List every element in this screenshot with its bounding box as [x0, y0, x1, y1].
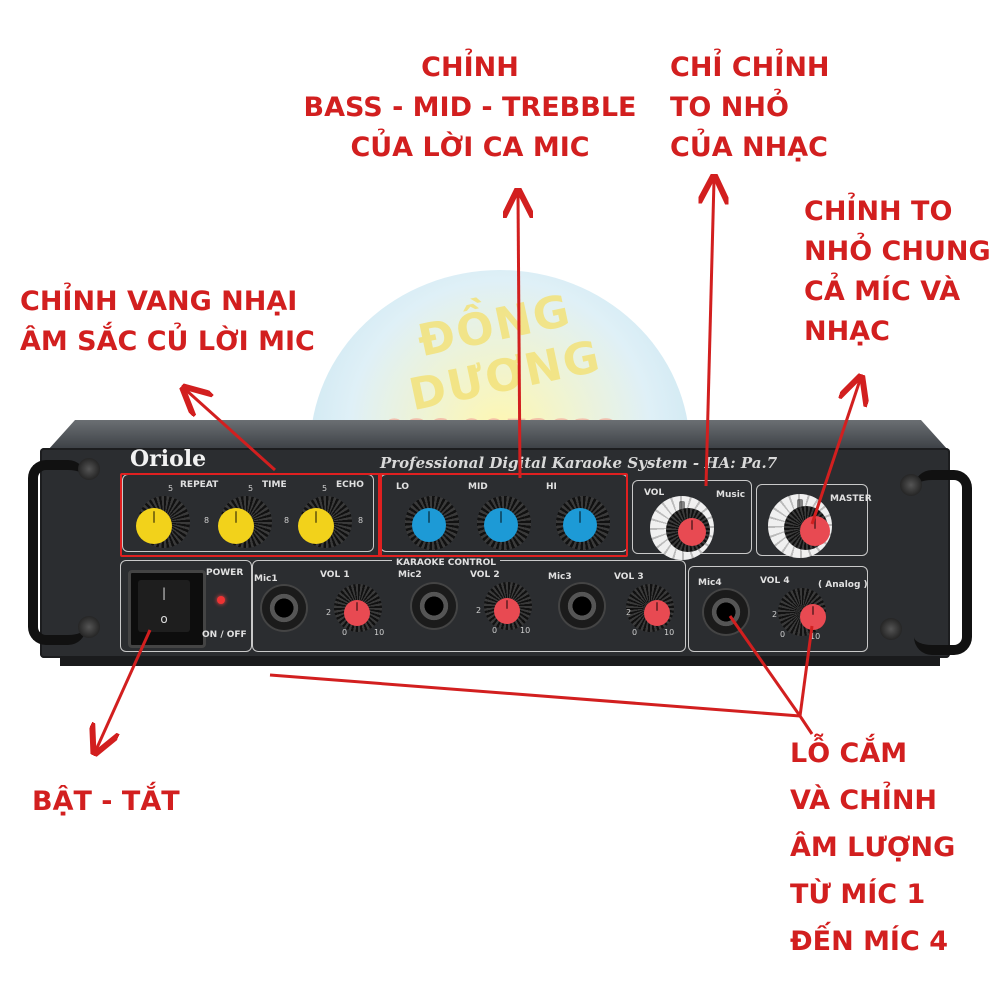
master-label: MASTER: [830, 494, 872, 504]
repeat-label: REPEAT: [180, 480, 219, 490]
mics-arrow: [728, 615, 802, 717]
mic2-jack[interactable]: [412, 584, 456, 628]
on-off-label: ON / OFF: [202, 630, 247, 640]
power-led-icon: [217, 596, 225, 604]
mic4-label: Mic4: [698, 578, 722, 588]
mic1-jack[interactable]: [262, 586, 306, 630]
screw-icon: [900, 474, 922, 496]
master-note-line: NHẠC: [804, 316, 890, 347]
mics-note-line: ÂM LƯỢNG: [790, 832, 956, 863]
vol2-knob[interactable]: [494, 598, 520, 624]
master-note-line: CHỈNH TO: [804, 196, 953, 227]
mics-arrow: [798, 625, 814, 717]
mic3-label: Mic3: [548, 572, 572, 582]
repeat-knob[interactable]: [136, 508, 172, 544]
music-note-line: TO NHỎ: [670, 92, 789, 123]
echo-note: CHỈNH VANG NHẠI ÂM SẮC CỦ LỜI MIC: [20, 282, 315, 362]
analog-label: ( Analog ): [818, 580, 868, 590]
brand-logo: Oriole: [130, 446, 207, 472]
mid-label: MID: [468, 482, 488, 492]
amp-base: [60, 656, 940, 666]
mic4-panel: [688, 566, 868, 652]
echo-note-line: ÂM SẮC CỦ LỜI MIC: [20, 326, 315, 357]
master-note: CHỈNH TO NHỎ CHUNG CẢ MÍC VÀ NHẠC: [804, 192, 991, 352]
left-handle: [28, 460, 86, 645]
screw-icon: [78, 458, 100, 480]
vol3-knob[interactable]: [644, 600, 670, 626]
karaoke-control-label: KARAOKE CONTROL: [392, 558, 500, 568]
eq-note: CHỈNH BASS - MID - TREBBLE CỦA LỜI CA MI…: [300, 48, 640, 168]
echo-highlight: [120, 473, 382, 557]
hi-label: HI: [546, 482, 557, 492]
power-arrow: [96, 629, 152, 750]
music-volume-knob[interactable]: [678, 518, 706, 546]
vol1-knob[interactable]: [344, 600, 370, 626]
lo-label: LO: [396, 482, 410, 492]
vol2-label: VOL 2: [470, 570, 500, 580]
echo-label: ECHO: [336, 480, 364, 490]
system-title: Professional Digital Karaoke System - HA…: [380, 454, 778, 472]
vol4-label: VOL 4: [760, 576, 790, 586]
time-knob[interactable]: [218, 508, 254, 544]
screw-icon: [78, 616, 100, 638]
mics-arrow: [269, 673, 801, 718]
hi-knob[interactable]: [563, 508, 597, 542]
master-note-line: CẢ MÍC VÀ: [804, 276, 961, 307]
amp-top-cover: [48, 420, 948, 450]
master-note-line: NHỎ CHUNG: [804, 236, 991, 267]
mics-note-line: VÀ CHỈNH: [790, 785, 938, 816]
mics-note: LỖ CẮM VÀ CHỈNH ÂM LƯỢNG TỪ MÍC 1 ĐẾN MÍ…: [790, 730, 955, 965]
right-handle: [914, 470, 972, 655]
music-note-line: CỦA NHẠC: [670, 132, 828, 163]
master-volume-knob[interactable]: [800, 516, 830, 546]
music-note-line: CHỈ CHỈNH: [670, 52, 830, 83]
mic4-jack[interactable]: [704, 590, 748, 634]
power-panel: [120, 560, 252, 652]
lo-knob[interactable]: [412, 508, 446, 542]
eq-note-line: BASS - MID - TREBBLE: [303, 92, 637, 123]
time-label: TIME: [262, 480, 287, 490]
mics-note-line: TỪ MÍC 1: [790, 879, 926, 910]
mic1-label: Mic1: [254, 574, 278, 584]
music-note: CHỈ CHỈNH TO NHỎ CỦA NHẠC: [670, 48, 830, 168]
mics-note-line: LỖ CẮM: [790, 738, 908, 769]
mid-knob[interactable]: [484, 508, 518, 542]
eq-note-line: CHỈNH: [421, 52, 519, 83]
echo-note-line: CHỈNH VANG NHẠI: [20, 286, 298, 317]
screw-icon: [880, 618, 902, 640]
vol1-label: VOL 1: [320, 570, 350, 580]
vol3-label: VOL 3: [614, 572, 644, 582]
power-rocker[interactable]: |o: [138, 580, 190, 632]
music-label: Music: [716, 490, 746, 500]
mics-arrow: [798, 715, 814, 735]
eq-highlight: [378, 473, 628, 557]
vol4-knob[interactable]: [800, 604, 826, 630]
mic3-jack[interactable]: [560, 584, 604, 628]
music-arrow: [706, 180, 714, 487]
echo-arrow: [186, 390, 277, 472]
vol-label: VOL: [644, 488, 665, 498]
master-arrow: [810, 380, 860, 525]
echo-knob[interactable]: [298, 508, 334, 544]
eq-arrow: [518, 194, 520, 479]
mics-note-line: ĐẾN MÍC 4: [790, 926, 948, 957]
mic2-label: Mic2: [398, 570, 422, 580]
power-label: POWER: [206, 568, 244, 578]
power-note: BẬT - TẮT: [32, 786, 180, 817]
eq-note-line: CỦA LỜI CA MIC: [350, 132, 590, 163]
